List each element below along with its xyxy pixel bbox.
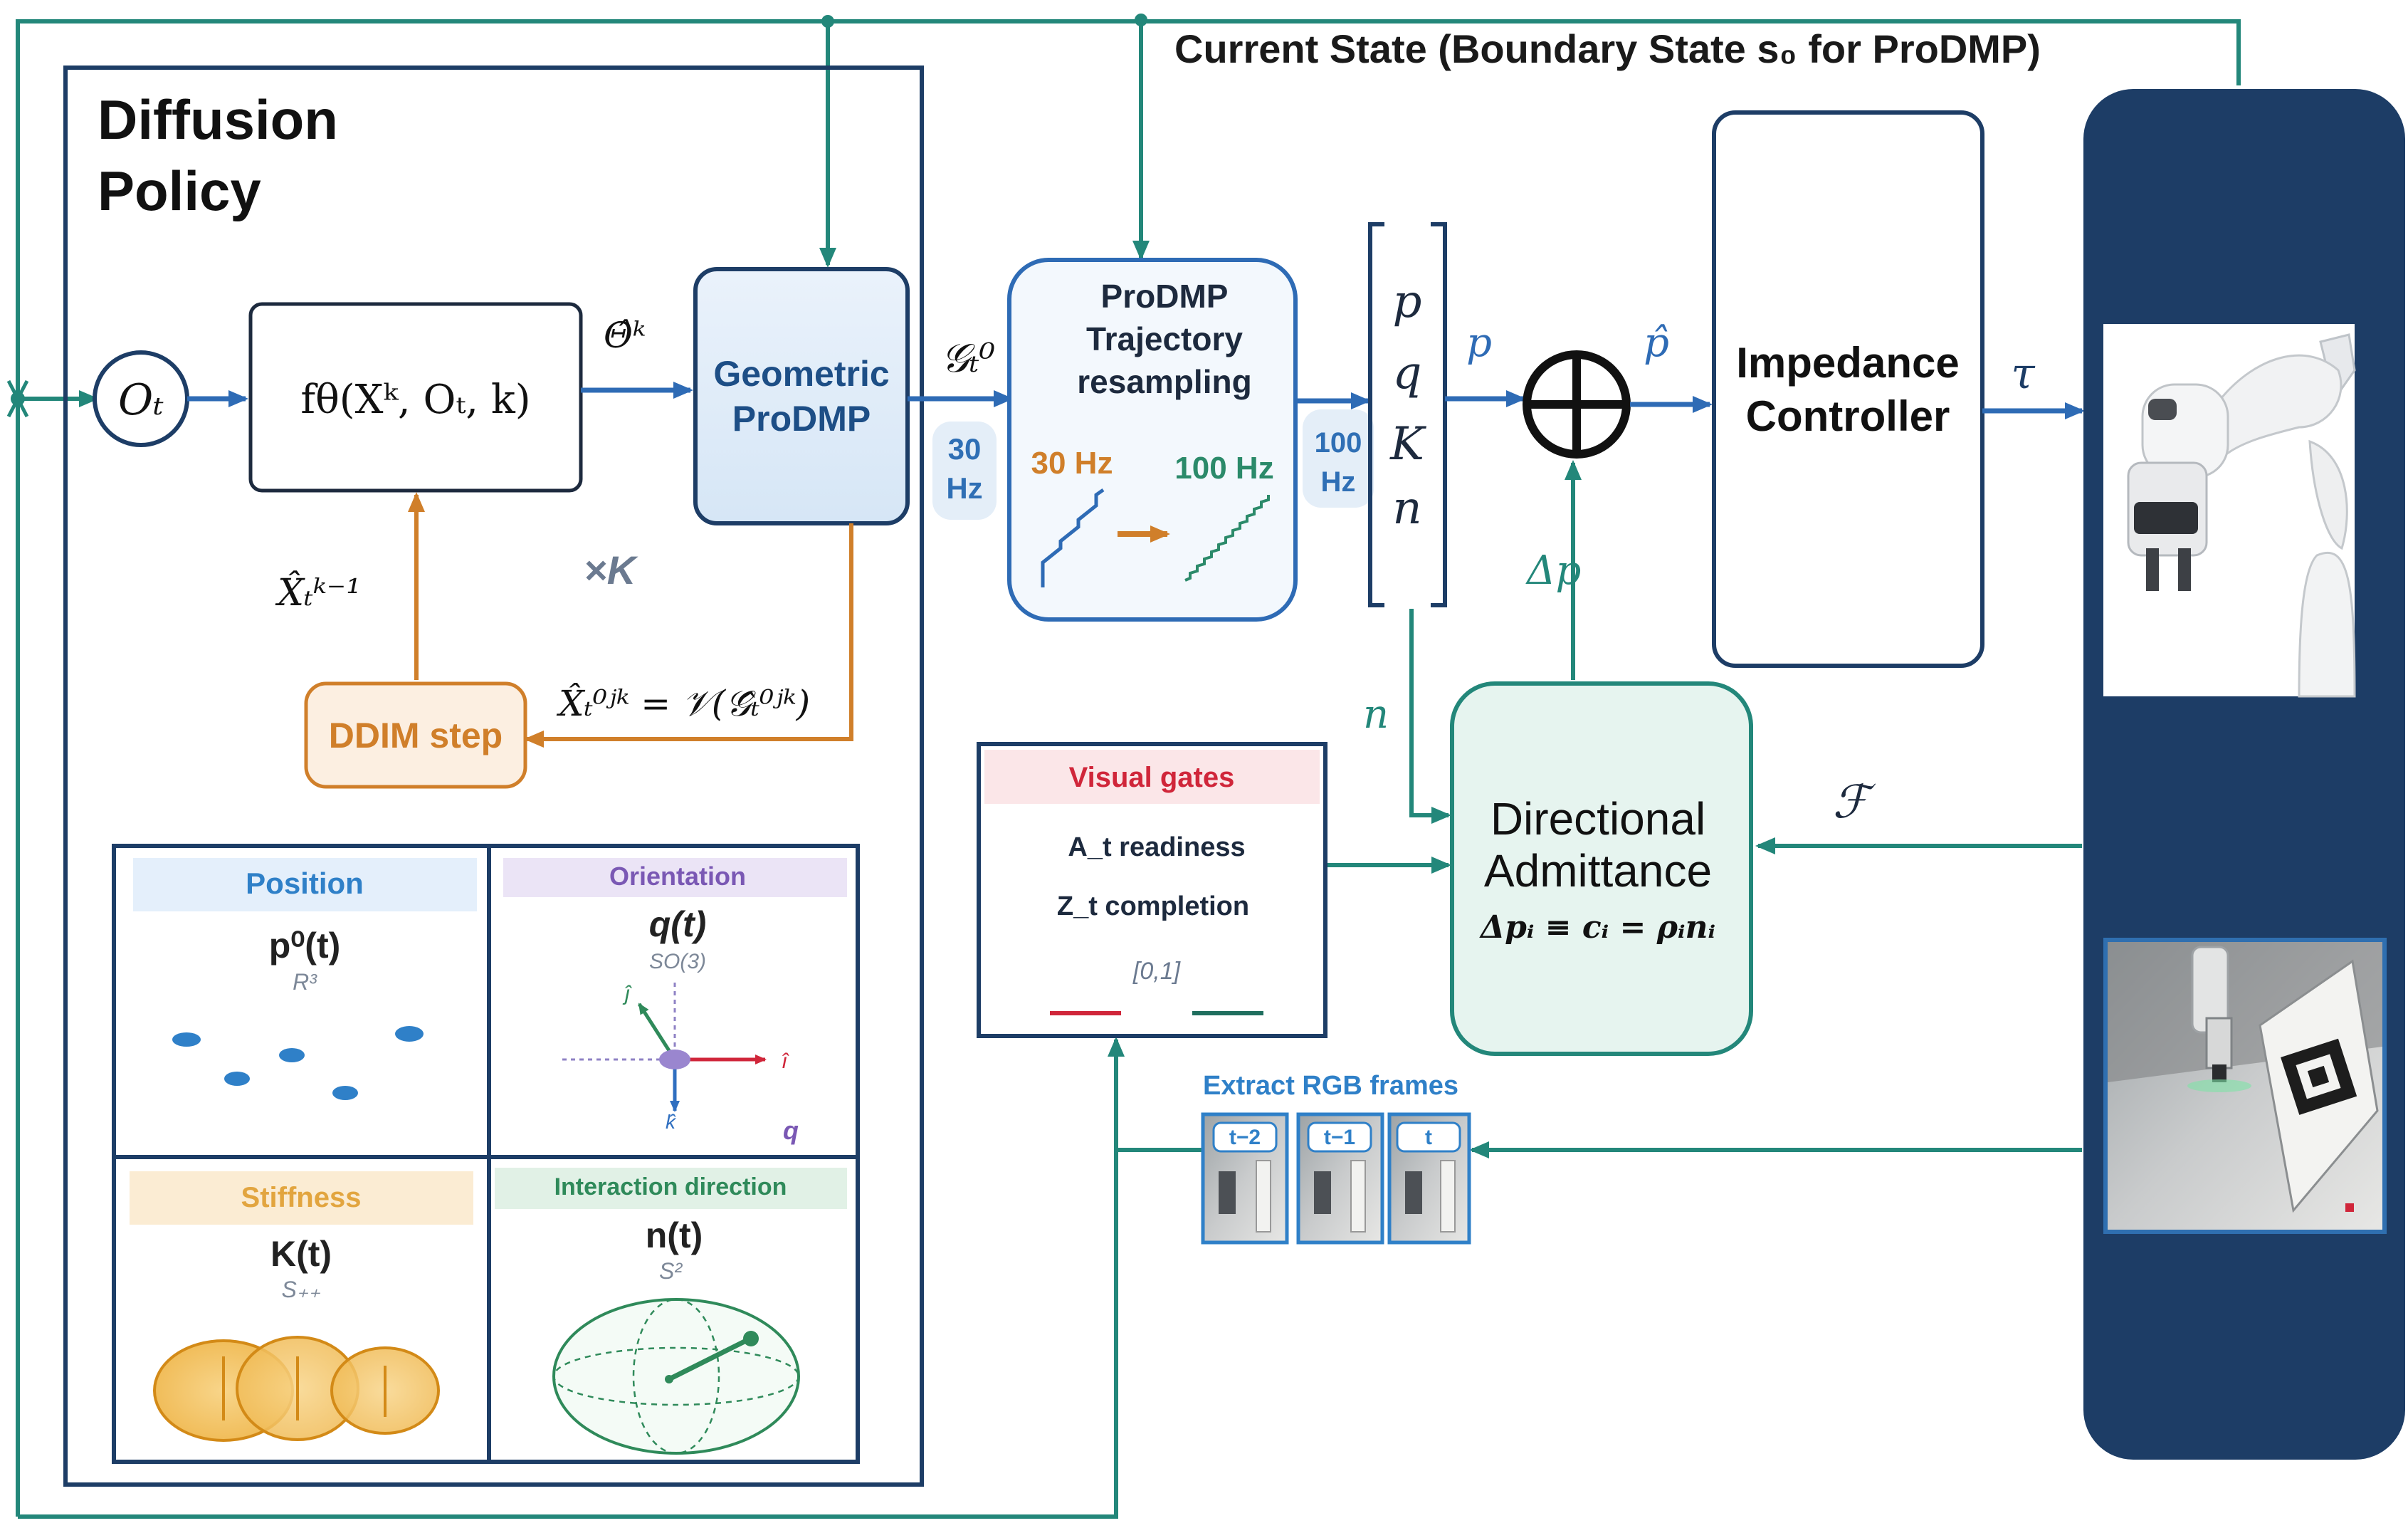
geometric-prodmp-line1: Geometric [713, 354, 889, 394]
stiffness-symbol: K(t) [270, 1234, 332, 1274]
readiness-label: A_t readiness [1068, 832, 1245, 862]
interaction-sphere [552, 1298, 800, 1455]
geometric-prodmp-box [693, 267, 910, 525]
force-label: ℱ [1833, 776, 1876, 829]
rgb-frames [1201, 1112, 1471, 1245]
ddim-step-label: DDIM step [329, 716, 503, 755]
position-space: R³ [293, 969, 317, 995]
denoising-network-box [248, 302, 583, 493]
rate-30-badge [932, 422, 997, 520]
p-out-label: p [1466, 320, 1492, 366]
impedance-controller-box [1712, 110, 1984, 668]
denoising-network-label: fθ(Xᵏ, Oₜ, k) [300, 377, 530, 423]
position-symbol: p⁰(t) [269, 926, 341, 966]
orientation-axis-j: ĵ [622, 982, 632, 1005]
junction-dot [821, 15, 834, 28]
ddim-step-box [304, 681, 527, 789]
extract-frames-title: Extract RGB frames [1203, 1071, 1458, 1101]
admittance-line1: Directional [1490, 793, 1705, 844]
theta-hat-label: Θ̂ᵏ [604, 315, 646, 356]
rate-100-a: 100 [1315, 427, 1362, 459]
diffusion-heading-line2: Policy [98, 159, 261, 222]
stiffness-title: Stiffness [241, 1182, 362, 1213]
resampling-line1: ProDMP [1101, 278, 1229, 315]
geometric-prodmp-line2: ProDMP [732, 399, 871, 439]
junction-dot [1135, 14, 1147, 26]
interaction-title: Interaction direction [554, 1173, 787, 1200]
visual-gates-title: Visual gates [1069, 762, 1235, 793]
directional-admittance-box [1450, 681, 1753, 1056]
g-t-label: 𝒢ₜ⁰ [941, 335, 995, 382]
vector-p: p [1393, 276, 1422, 328]
stiffness-ellipsoids [153, 1336, 440, 1442]
position-title: Position [246, 867, 364, 900]
observation-label: Oₜ [118, 375, 164, 425]
robot-panel [2083, 89, 2405, 1460]
position-points [172, 1026, 424, 1100]
frame-label-2: t [1425, 1126, 1432, 1149]
impedance-line1: Impedance [1736, 339, 1959, 387]
current-state-title: Current State (Boundary State s₀ for Pro… [1174, 26, 2041, 71]
orientation-space: SO(3) [649, 950, 706, 973]
robot-arm-image [2103, 324, 2356, 698]
diffusion-heading-line1: Diffusion [98, 88, 338, 151]
admittance-equation: Δpᵢ ≡ cᵢ = ρᵢnᵢ [1479, 909, 1715, 946]
vector-K: K [1389, 418, 1426, 471]
interaction-symbol: n(t) [646, 1215, 703, 1255]
orientation-title: Orientation [609, 862, 746, 891]
impedance-line2: Controller [1746, 392, 1950, 440]
manifold-panels: Position p⁰(t) R³ Orientation q(t) SO(3)… [112, 844, 860, 1464]
hz30-label: 30 Hz [1031, 446, 1113, 481]
frame-label-0: t−2 [1229, 1126, 1261, 1149]
summation-node [1523, 350, 1631, 459]
delta-p-label: Δp [1525, 548, 1581, 594]
interaction-space: S² [659, 1258, 683, 1284]
gate-range-label: [0,1] [1132, 958, 1182, 985]
x-eq-label: X̂ₜ⁰ʲᵏ = 𝒱(𝒢̂ₜ⁰ʲᵏ) [556, 682, 810, 724]
feedback-lines [16, 19, 2241, 1519]
orientation-axis-k: k̂ [666, 1111, 677, 1133]
resampling-line3: resampling [1077, 363, 1251, 400]
times-k-label: ×K [584, 548, 638, 592]
trajectory-resampling-box [1007, 258, 1298, 622]
admittance-line2: Admittance [1484, 845, 1712, 896]
orientation-frame [562, 983, 767, 1112]
orientation-axis-i: î [782, 1050, 789, 1073]
tau-label: 𝜏 [2011, 349, 2035, 399]
junction-arrow [6, 394, 29, 418]
vector-n: n [1392, 482, 1421, 535]
resample-30-curve [1041, 488, 1105, 587]
resample-100-curve [1184, 495, 1270, 582]
rate-30-b: Hz [946, 471, 982, 505]
diffusion-policy-container [63, 66, 924, 1487]
resampling-line2: Trajectory [1086, 320, 1243, 357]
rate-100-badge [1303, 409, 1374, 508]
camera-view-image [2103, 938, 2387, 1234]
rate-30-a: 30 [948, 432, 982, 466]
orientation-q-label: q [783, 1116, 799, 1145]
rate-100-b: Hz [1321, 466, 1356, 498]
p-hat-label: p̂ [1644, 320, 1669, 366]
output-vector [1368, 222, 1447, 607]
x-prev-label: X̂ₜᵏ⁻¹ [275, 571, 361, 614]
completion-label: Z_t completion [1057, 891, 1249, 921]
n-out-label: n [1363, 691, 1389, 738]
hz100-label: 100 Hz [1174, 451, 1273, 486]
orientation-symbol: q(t) [649, 904, 707, 944]
vector-q: q [1393, 347, 1422, 399]
stiffness-space: S₊₊ [281, 1277, 320, 1302]
frame-label-1: t−1 [1324, 1126, 1355, 1149]
